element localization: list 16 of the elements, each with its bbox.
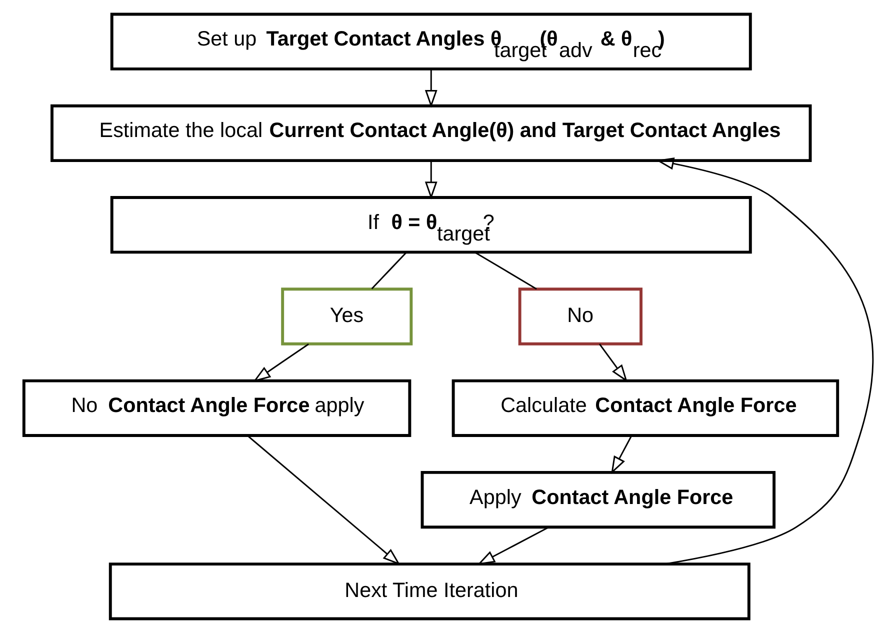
arrow [246,435,400,566]
node-box: No Contact Angle Force apply [22,379,411,437]
connector [474,252,536,290]
arrow [252,344,308,382]
node-box: No [518,288,642,346]
node-box: Apply Contact Angle Force [420,470,776,529]
arrow [424,69,437,108]
arrow [424,160,437,200]
node-box: Yes [280,288,412,346]
node-box: Next Time Iteration [108,562,750,620]
arrow [476,526,549,565]
arrow [610,435,632,474]
connector [370,252,406,290]
node-box: Calculate Contact Angle Force [451,379,839,437]
node-box: Estimate the local Current Contact Angle(θ) and Target Contact Angles [50,104,812,162]
arrow [598,344,628,382]
